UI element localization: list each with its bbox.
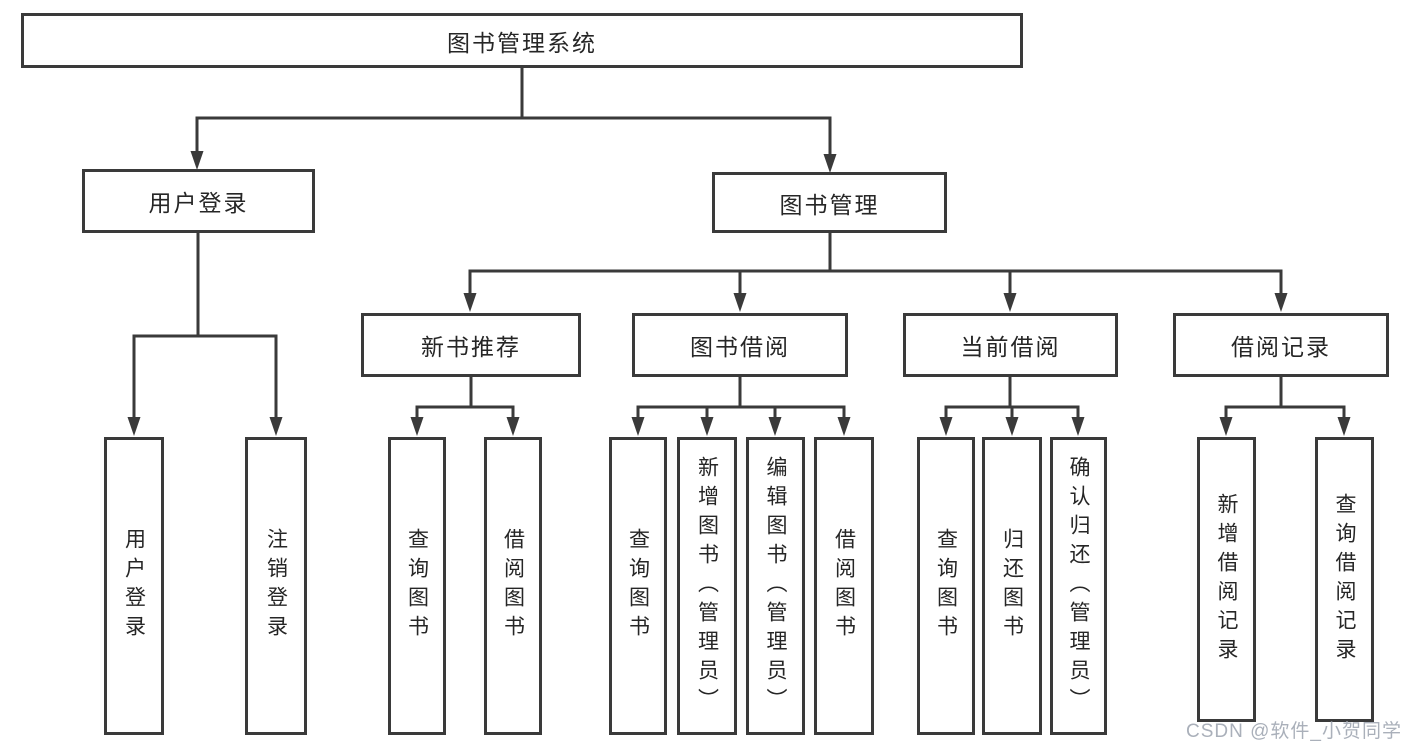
leaf-recommend-borrow-books: 借阅图书: [484, 437, 542, 735]
connector-records-to-leaves: [1219, 375, 1351, 436]
leaf-borrow-query-books: 查询图书: [609, 437, 667, 735]
connector-login-to-leaves: [127, 231, 283, 436]
arrowhead-down-icon: [1219, 417, 1233, 436]
node-book-management: 图书管理: [712, 172, 947, 233]
leaf-logout: 注销登录: [245, 437, 307, 735]
arrowhead-down-icon: [127, 417, 141, 436]
arrowhead-down-icon: [190, 151, 204, 170]
node-borrow-records: 借阅记录: [1173, 313, 1389, 377]
arrowhead-down-icon: [1005, 417, 1019, 436]
arrowhead-down-icon: [1274, 293, 1288, 312]
arrowhead-down-icon: [823, 154, 837, 173]
arrowhead-down-icon: [631, 417, 645, 436]
csdn-watermark: CSDN @软件_小贺同学: [1186, 721, 1402, 742]
connector-borrow-to-leaves: [631, 375, 851, 436]
leaf-records-query-record: 查询借阅记录: [1315, 437, 1374, 722]
connector-management-to-level3: [463, 231, 1288, 312]
arrowhead-down-icon: [700, 417, 714, 436]
node-user-login: 用户登录: [82, 169, 315, 233]
arrowhead-down-icon: [463, 293, 477, 312]
arrowhead-down-icon: [1071, 417, 1085, 436]
connector-current-to-leaves: [939, 375, 1085, 436]
arrowhead-down-icon: [733, 293, 747, 312]
arrowhead-down-icon: [1003, 293, 1017, 312]
leaf-records-add-record: 新增借阅记录: [1197, 437, 1256, 722]
node-new-book-recommend: 新书推荐: [361, 313, 581, 377]
node-root-system: 图书管理系统: [21, 13, 1023, 68]
node-current-borrow: 当前借阅: [903, 313, 1118, 377]
leaf-user-login: 用户登录: [104, 437, 164, 735]
arrowhead-down-icon: [837, 417, 851, 436]
leaf-recommend-query-books: 查询图书: [388, 437, 446, 735]
leaf-current-query-books: 查询图书: [917, 437, 975, 735]
leaf-current-confirm-return-admin: 确认归还（管理员）: [1050, 437, 1107, 735]
connector-recommend-to-leaves: [410, 375, 520, 436]
connector-root-to-level2: [190, 66, 837, 173]
leaf-borrow-add-books-admin: 新增图书（管理员）: [677, 437, 737, 735]
arrowhead-down-icon: [410, 417, 424, 436]
arrowhead-down-icon: [768, 417, 782, 436]
arrowhead-down-icon: [269, 417, 283, 436]
node-book-borrow: 图书借阅: [632, 313, 848, 377]
leaf-current-return-books: 归还图书: [982, 437, 1042, 735]
arrowhead-down-icon: [506, 417, 520, 436]
leaf-borrow-borrow-books: 借阅图书: [814, 437, 874, 735]
arrowhead-down-icon: [1337, 417, 1351, 436]
arrowhead-down-icon: [939, 417, 953, 436]
leaf-borrow-edit-books-admin: 编辑图书（管理员）: [746, 437, 805, 735]
